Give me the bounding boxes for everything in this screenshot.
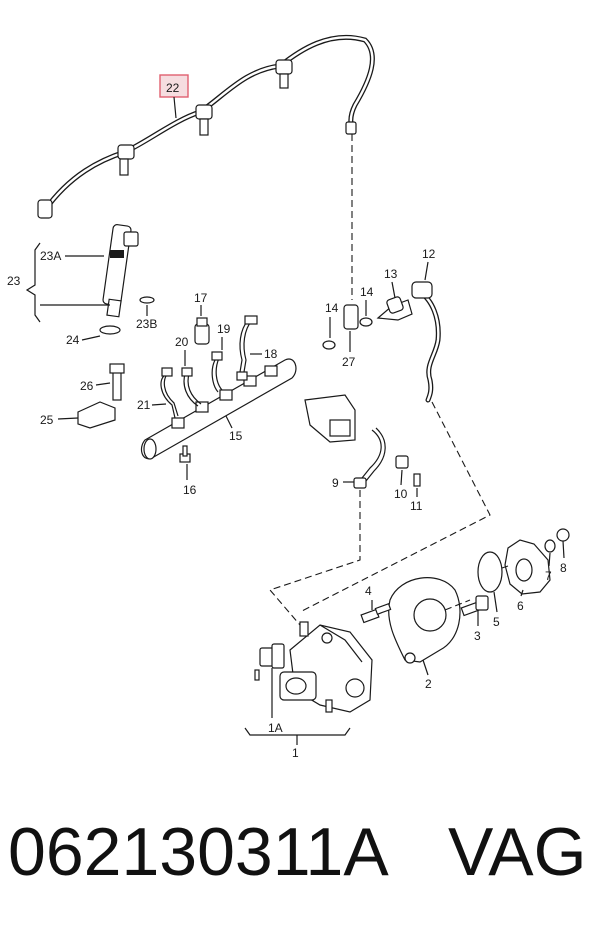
label-5: 5	[493, 615, 500, 629]
label-22: 22	[166, 81, 180, 95]
part-number: 062130311A	[8, 814, 389, 890]
label-17: 17	[194, 291, 208, 305]
pipe-18	[236, 315, 258, 381]
pump-bracket	[360, 577, 461, 664]
label-6: 6	[517, 599, 524, 613]
label-23B: 23B	[136, 317, 157, 331]
label-21: 21	[137, 398, 151, 412]
label-10: 10	[394, 487, 408, 501]
connector-group	[322, 281, 441, 403]
label-7: 7	[545, 569, 552, 583]
label-18: 18	[264, 347, 278, 361]
label-23A: 23A	[40, 249, 61, 263]
injector	[99, 224, 155, 335]
parts-exploded-diagram: 22 23 23A 23B 24 25 26 15	[7, 34, 570, 760]
label-24: 24	[66, 333, 80, 347]
label-1A: 1A	[268, 721, 283, 735]
brand-name: VAG	[448, 814, 587, 890]
label-25: 25	[40, 413, 54, 427]
callout-22: 22	[159, 74, 189, 119]
high-pressure-pump	[279, 621, 373, 713]
bolt-16	[179, 445, 191, 463]
injector-pipes	[160, 367, 202, 419]
label-16: 16	[183, 483, 197, 497]
pressure-sensor	[194, 317, 210, 345]
fuel-return-hose	[37, 34, 375, 219]
gear-group	[460, 528, 570, 617]
label-3: 3	[474, 629, 481, 643]
label-4: 4	[365, 584, 372, 598]
label-1: 1	[292, 746, 299, 760]
label-13: 13	[384, 267, 398, 281]
fuel-rail	[140, 358, 297, 460]
label-19: 19	[217, 322, 231, 336]
label-12: 12	[422, 247, 436, 261]
clamp-and-bolt	[77, 363, 125, 429]
label-8: 8	[560, 561, 567, 575]
label-23: 23	[7, 274, 21, 288]
sensor-1A	[254, 643, 285, 681]
label-26: 26	[80, 379, 94, 393]
label-2: 2	[425, 677, 432, 691]
label-20: 20	[175, 335, 189, 349]
label-9: 9	[332, 476, 339, 490]
label-27: 27	[342, 355, 356, 369]
pipe-19	[211, 351, 223, 393]
label-14b: 14	[360, 285, 374, 299]
label-14a: 14	[325, 301, 339, 315]
label-11: 11	[410, 499, 423, 513]
label-15: 15	[229, 429, 243, 443]
pipe-bracket	[304, 394, 421, 489]
